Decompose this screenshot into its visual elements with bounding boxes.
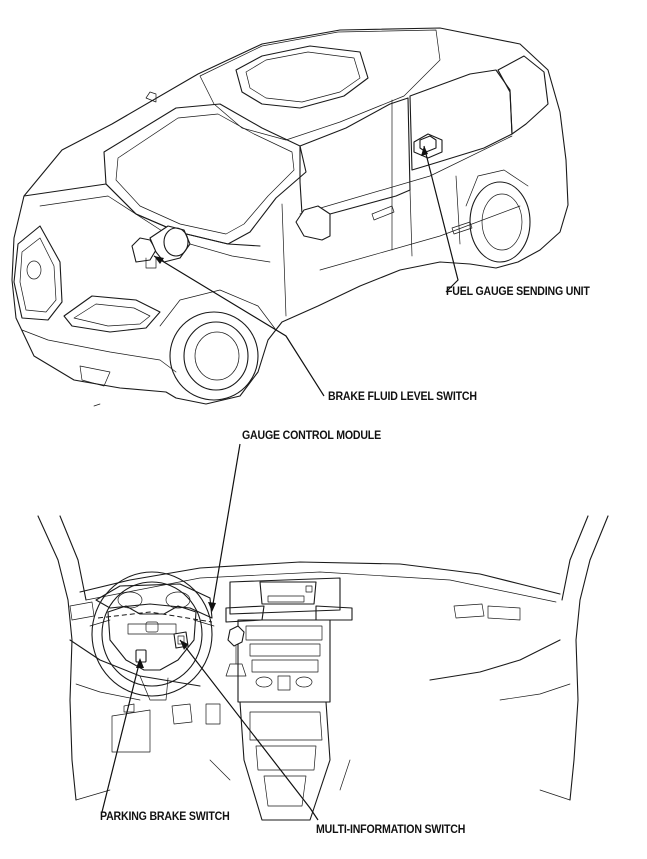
parking-arrowhead — [136, 658, 144, 668]
dashboard-illustration — [37, 515, 609, 821]
label-multi-information-switch: MULTI-INFORMATION SWITCH — [316, 824, 466, 836]
label-gauge-control-module: GAUGE CONTROL MODULE — [242, 430, 381, 442]
gauge-control-module-leader — [211, 443, 241, 611]
multi-information-switch-leader — [179, 639, 319, 821]
fuel-arrowhead — [421, 146, 428, 156]
label-fuel-gauge-sending-unit: FUEL GAUGE SENDING UNIT — [446, 286, 590, 298]
brake-fluid-level-switch-leader — [153, 255, 325, 397]
fuel-gauge-sending-unit-leader — [423, 145, 459, 293]
brake-arrowhead — [154, 256, 164, 264]
label-parking-brake-switch: PARKING BRAKE SWITCH — [100, 811, 230, 823]
multi-info-arrowhead — [180, 640, 188, 650]
parking-brake-switch-leader — [101, 659, 141, 813]
label-brake-fluid-level-switch: BRAKE FLUID LEVEL SWITCH — [328, 391, 477, 403]
gauge-arrowhead — [208, 602, 216, 612]
minivan-illustration — [11, 27, 569, 407]
